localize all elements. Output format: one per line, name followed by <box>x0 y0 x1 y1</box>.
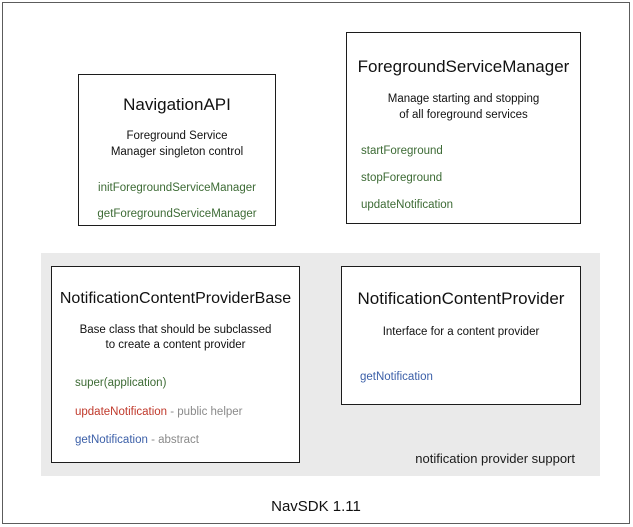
member-item[interactable]: getNotification <box>360 371 580 385</box>
class-description-line: to create a content provider <box>105 339 246 352</box>
member-item[interactable]: getNotification - abstract <box>75 434 299 448</box>
member-list-notification-content-provider: getNotification <box>342 371 580 385</box>
member-item[interactable]: updateNotification - public helper <box>75 406 299 420</box>
class-description-navigation-api: Foreground Service Manager singleton con… <box>79 129 275 160</box>
member-item[interactable]: getForegroundServiceManager <box>79 208 275 222</box>
class-description-line: Manage starting and stopping <box>387 93 540 106</box>
member-name: getNotification <box>360 370 433 383</box>
member-item[interactable]: initForegroundServiceManager <box>79 182 275 196</box>
member-list-foreground-service-manager: startForeground stopForeground updateNot… <box>347 145 580 212</box>
member-name: getNotification <box>75 434 148 447</box>
class-description-line: of all foreground services <box>399 108 528 121</box>
class-description-line: Base class that should be subclassed <box>79 324 272 337</box>
class-box-notification-content-provider-base[interactable]: NotificationContentProviderBase Base cla… <box>51 266 300 463</box>
member-name: updateNotification <box>361 198 454 211</box>
member-item[interactable]: updateNotification <box>361 199 580 213</box>
class-description-notification-content-provider-base: Base class that should be subclassed to … <box>52 323 299 354</box>
member-name: getForegroundServiceManager <box>97 207 257 220</box>
class-description-line: Manager singleton control <box>110 145 244 158</box>
class-description-line: Foreground Service <box>126 130 228 143</box>
member-item[interactable]: stopForeground <box>361 172 580 186</box>
footer-caption: NavSDK 1.11 <box>271 498 361 515</box>
member-list-notification-content-provider-base: super(application) updateNotification - … <box>52 377 299 448</box>
group-panel-label: notification provider support <box>415 451 575 466</box>
member-name: updateNotification <box>75 405 168 418</box>
class-box-foreground-service-manager[interactable]: ForegroundServiceManager Manage starting… <box>346 32 581 224</box>
class-description-line: Interface for a content provider <box>382 326 540 339</box>
class-title-foreground-service-manager: ForegroundServiceManager <box>357 57 570 76</box>
notification-provider-support-panel: notification provider support Notificati… <box>41 253 600 476</box>
class-description-notification-content-provider: Interface for a content provider <box>342 325 580 340</box>
member-item[interactable]: super(application) <box>75 377 299 391</box>
member-name: super(application) <box>75 376 167 389</box>
member-list-navigation-api: initForegroundServiceManager getForegrou… <box>79 182 275 222</box>
class-box-notification-content-provider[interactable]: NotificationContentProvider Interface fo… <box>341 266 581 405</box>
class-description-foreground-service-manager: Manage starting and stopping of all fore… <box>347 92 580 123</box>
class-title-notification-content-provider: NotificationContentProvider <box>357 289 565 308</box>
member-note: - public helper <box>167 405 243 418</box>
class-title-notification-content-provider-base: NotificationContentProviderBase <box>59 290 292 307</box>
class-title-navigation-api: NavigationAPI <box>123 95 231 114</box>
member-name: stopForeground <box>361 171 443 184</box>
member-item[interactable]: startForeground <box>361 145 580 159</box>
member-name: initForegroundServiceManager <box>98 181 256 194</box>
member-name: startForeground <box>361 144 443 157</box>
member-note: - abstract <box>147 434 200 447</box>
class-box-navigation-api[interactable]: NavigationAPI Foreground Service Manager… <box>78 74 276 226</box>
